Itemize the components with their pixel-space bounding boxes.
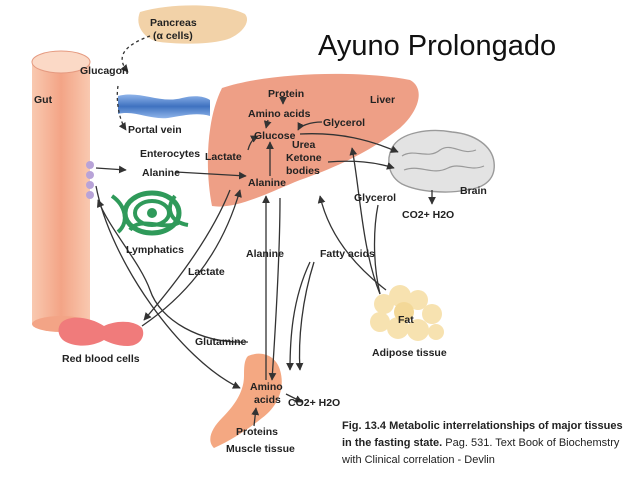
caption-bold: Fig. 13.4 Metabolic interrelationships o…: [342, 420, 623, 449]
figure-caption: Fig. 13.4 Metabolic interrelationships o…: [342, 418, 632, 469]
red-blood-cells-label: Red blood cells: [62, 353, 140, 365]
bodies-label: bodies: [286, 165, 320, 177]
brain-shape: [388, 129, 495, 193]
adipose-tissue-label: Adipose tissue: [372, 347, 447, 359]
lymphatics-shape: [110, 190, 189, 236]
acids-label: acids: [254, 394, 281, 406]
protein-label: Protein: [268, 88, 304, 100]
enterocytes-label: Enterocytes: [140, 148, 200, 160]
ketone-label: Ketone: [286, 152, 322, 164]
alanine-mid-label: Alanine: [246, 248, 284, 260]
caption-normal: Pag. 531. Text Book of Biochemstry with …: [342, 437, 620, 466]
lactate-mid-label: Lactate: [188, 266, 225, 278]
lactate-liver-label: Lactate: [205, 151, 242, 163]
portal-vein-label: Portal vein: [128, 124, 182, 136]
gut-tube: [31, 50, 94, 332]
co2-muscle-label: CO2+ H2O: [288, 397, 340, 409]
fat-label: Fat: [398, 314, 414, 326]
co2-brain-label: CO2+ H2O: [402, 209, 454, 221]
pancreas-label: Pancreas: [150, 17, 197, 29]
alanine-liver-label: Alanine: [248, 177, 286, 189]
muscle-shape: [210, 353, 282, 448]
alanine-gut-label: Alanine: [142, 167, 180, 179]
liver-label: Liver: [370, 94, 395, 106]
pancreas-shape: [138, 5, 248, 44]
glucagon-label: Glucagon: [80, 65, 128, 77]
urea-label: Urea: [292, 139, 316, 151]
amino-label: Amino: [250, 381, 283, 393]
muscle-tissue-label: Muscle tissue: [226, 443, 295, 455]
glycerol-brain-label: Glycerol: [354, 192, 396, 204]
alpha-cells-label: (α cells): [153, 30, 193, 42]
adipose-shape: [370, 285, 444, 341]
rbc-shape: [58, 317, 144, 346]
gut-label: Gut: [34, 94, 53, 106]
glucose-label: Glucose: [254, 130, 296, 142]
brain-label: Brain: [460, 185, 487, 197]
proteins-label: Proteins: [236, 426, 278, 438]
portal-vein-shape: [118, 94, 210, 119]
glutamine-label: Glutamine: [195, 336, 247, 348]
amino-acids-liver-label: Amino acids: [248, 108, 311, 120]
pathway-arrows: [95, 35, 436, 427]
lymphatics-label: Lymphatics: [126, 244, 184, 256]
fatty-acids-label: Fatty acids: [320, 248, 375, 260]
glycerol-liver-label: Glycerol: [323, 117, 365, 129]
liver-shape: [207, 73, 419, 207]
slide-title: Ayuno Prolongado: [318, 30, 557, 62]
